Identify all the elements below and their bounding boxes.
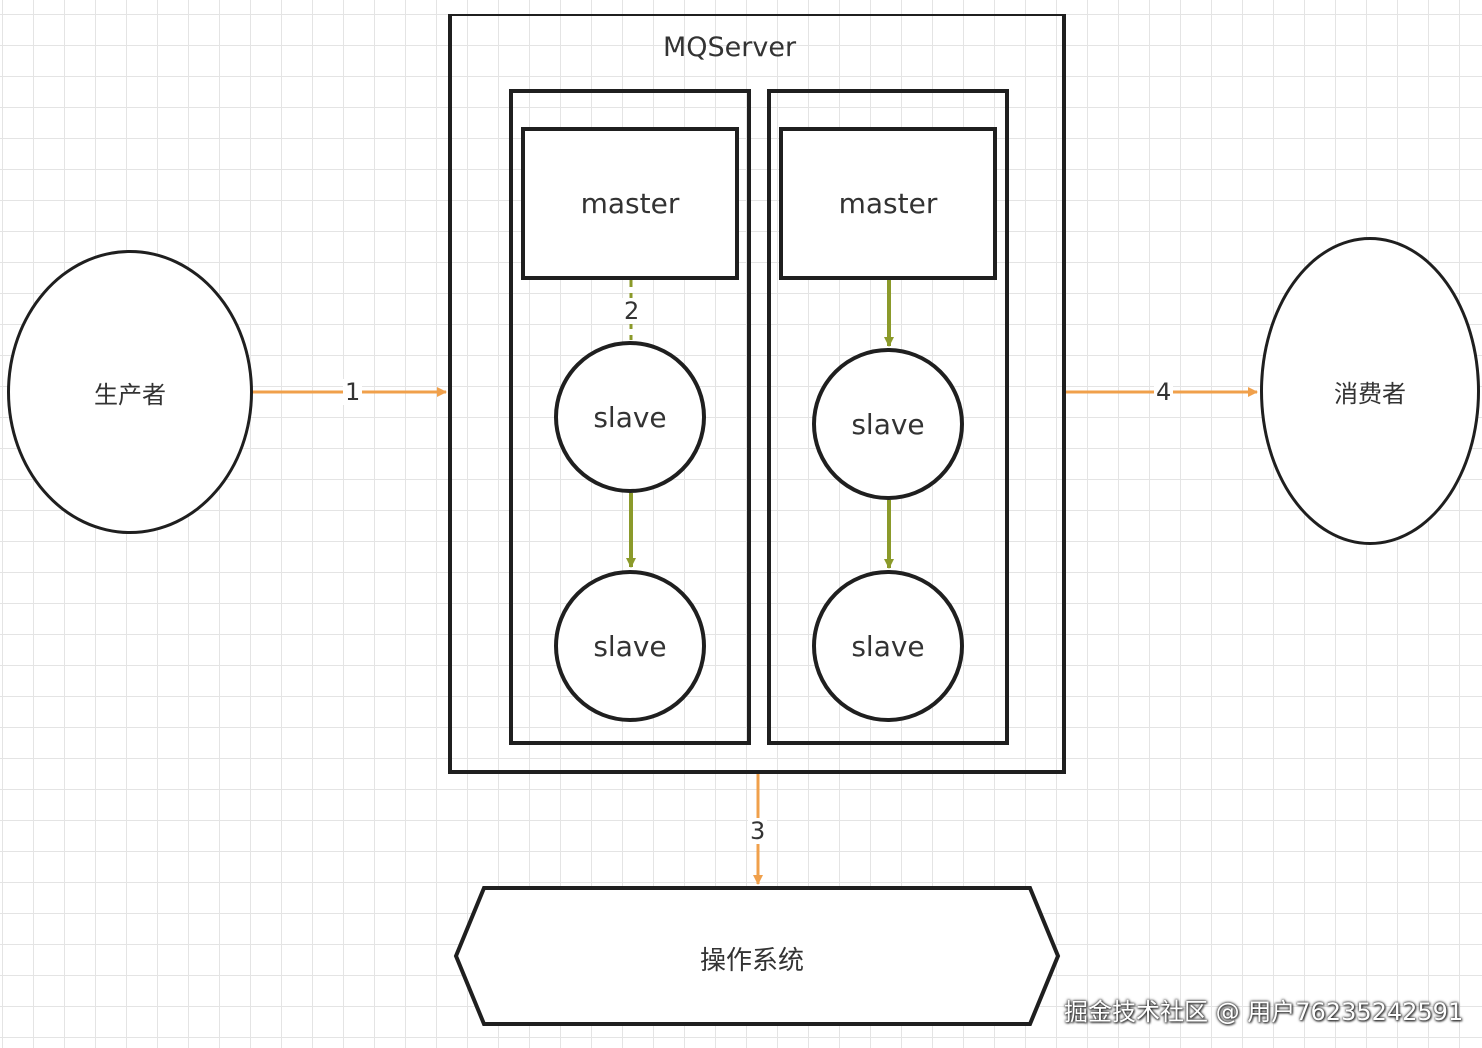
consumer-label: 消费者 [1334,379,1406,408]
broker-group-2 [767,89,1009,745]
mqserver-container [448,14,1066,774]
edge-label-3: 3 [748,817,768,845]
edge-label-2: 2 [622,297,642,325]
slave-node-2b: slave [812,570,964,722]
slave-node-1a: slave [554,341,706,493]
broker-group-1 [509,89,751,745]
edge-label-1: 1 [343,378,363,406]
producer-node: 生产者 [7,250,253,534]
slave-node-2a: slave [812,348,964,500]
master-node-1: master [521,127,739,280]
slave-label-1b: slave [593,629,667,663]
edge-label-4: 4 [1154,378,1174,406]
master-label-1: master [580,187,680,220]
os-label: 操作系统 [700,946,805,976]
master-node-2: master [779,127,997,280]
watermark-text: 掘金技术社区 @ 用户76235242591 [1064,998,1464,1026]
producer-label: 生产者 [94,380,166,409]
mqserver-title: MQServer [663,32,797,63]
slave-label-2a: slave [851,407,925,441]
slave-label-2b: slave [851,629,925,663]
slave-label-1a: slave [593,400,667,434]
slave-node-1b: slave [554,570,706,722]
master-label-2: master [838,187,938,220]
consumer-node: 消费者 [1260,237,1480,545]
